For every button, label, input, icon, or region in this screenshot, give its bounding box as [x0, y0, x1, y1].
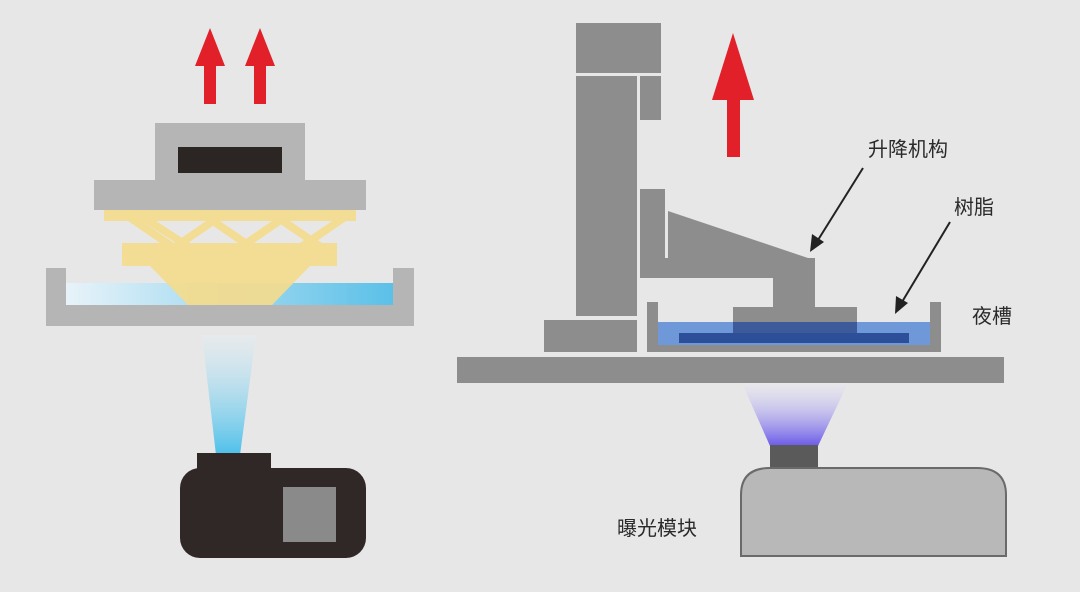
lens: [770, 445, 818, 470]
up-arrow-icon: [712, 33, 754, 157]
exposure-module: [740, 467, 1007, 557]
label-lift-mechanism: 升降机构: [868, 137, 948, 161]
left-build-head: [94, 123, 366, 210]
up-arrow-icon: [195, 28, 225, 104]
pointer-arrows: [810, 167, 951, 314]
base-plate: [457, 357, 1004, 383]
left-printed-part: [104, 210, 356, 305]
label-vat: 夜槽: [972, 304, 1012, 328]
label-resin: 树脂: [954, 195, 994, 219]
label-exposure-module: 曝光模块: [617, 516, 697, 540]
uv-light-beam: [742, 383, 848, 446]
projector: [180, 453, 366, 558]
left-light-beam: [202, 335, 256, 455]
left-vat: [46, 268, 414, 326]
left-lift-arrows: [195, 28, 275, 104]
base-block: [544, 320, 637, 352]
up-arrow-icon: [245, 28, 275, 104]
right-vat: [647, 302, 941, 352]
lift-mechanism: [576, 23, 857, 323]
printed-layer: [679, 333, 909, 343]
